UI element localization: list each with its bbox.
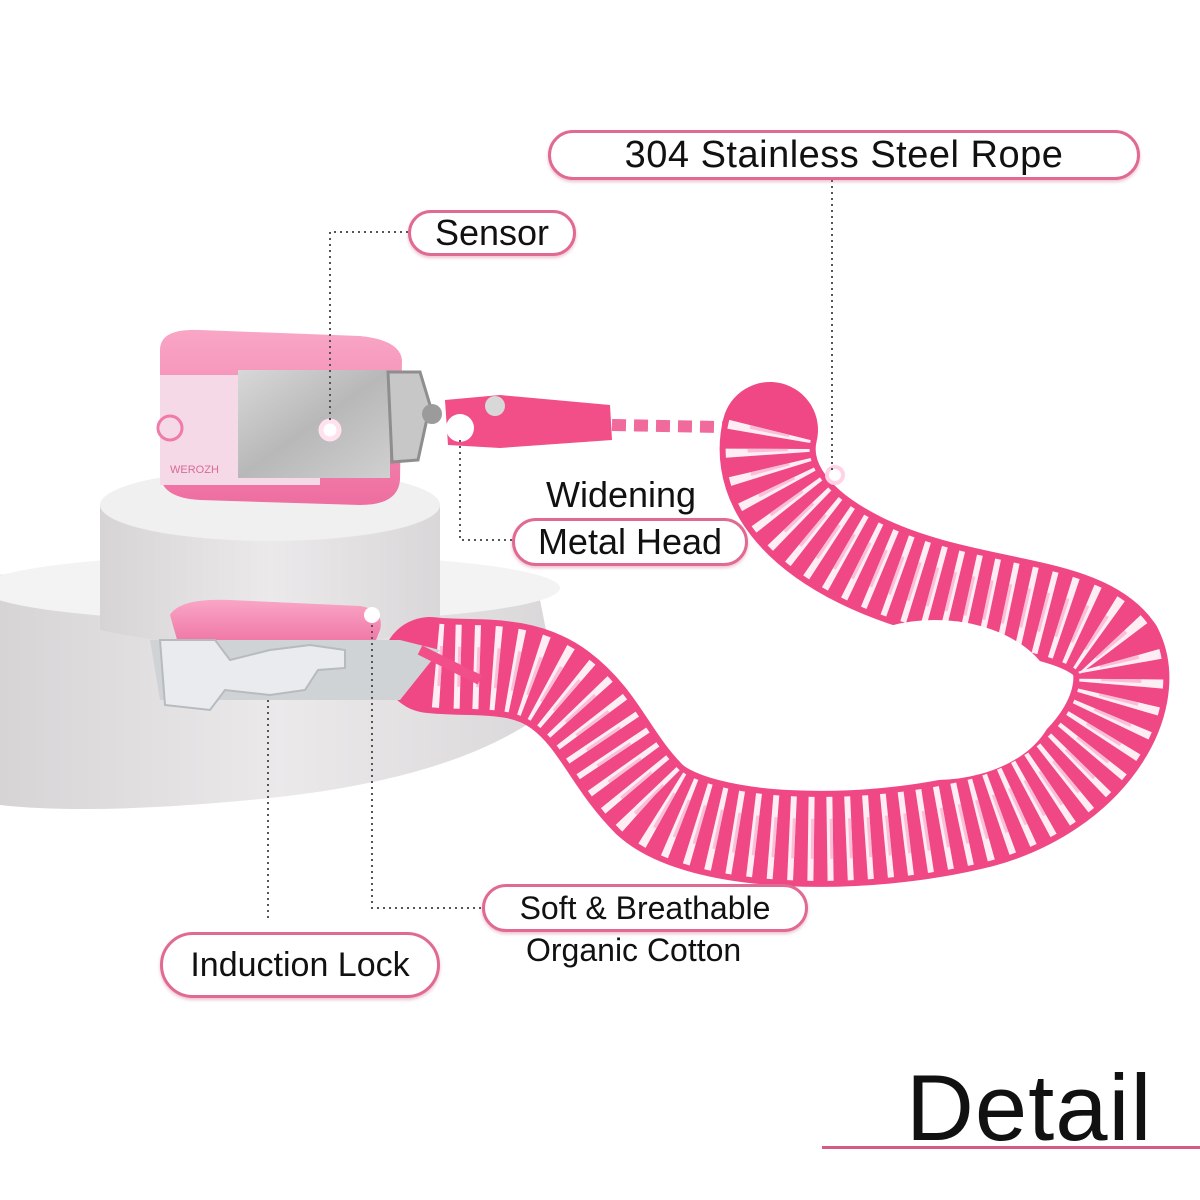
label-sensor-text: Sensor xyxy=(434,212,550,253)
label-induction-lock-text: Induction Lock xyxy=(190,945,410,984)
leader-sensor xyxy=(329,231,408,420)
label-sensor: Sensor xyxy=(408,210,576,256)
brand-logo-text: WEROZH xyxy=(170,464,219,476)
page-title: Detail xyxy=(906,1055,1153,1160)
label-metal-head: Metal Head xyxy=(512,518,748,566)
sensor-indicator xyxy=(318,418,342,442)
wrist-band-upper xyxy=(156,329,402,505)
leader-lines xyxy=(267,180,833,918)
label-soft-breathable: Soft & Breathable xyxy=(482,884,808,932)
label-rope-text: 304 Stainless Steel Rope xyxy=(624,133,1064,176)
coiled-steel-rope xyxy=(382,382,1170,887)
leader-metal-head xyxy=(459,440,512,541)
label-widening-text: Widening xyxy=(546,474,697,515)
induction-lock-clasp xyxy=(158,639,483,712)
label-organic-cotton-text: Organic Cotton xyxy=(526,932,742,968)
metal-head-connector xyxy=(445,395,612,448)
leader-soft-cotton xyxy=(371,625,482,909)
label-metal-head-text: Metal Head xyxy=(537,521,723,562)
label-induction-lock: Induction Lock xyxy=(160,932,440,998)
label-stainless-steel-rope: 304 Stainless Steel Rope xyxy=(548,130,1140,180)
band-buckle xyxy=(386,370,442,464)
title-underline xyxy=(822,1146,1200,1149)
label-soft-breathable-text: Soft & Breathable xyxy=(519,889,771,926)
